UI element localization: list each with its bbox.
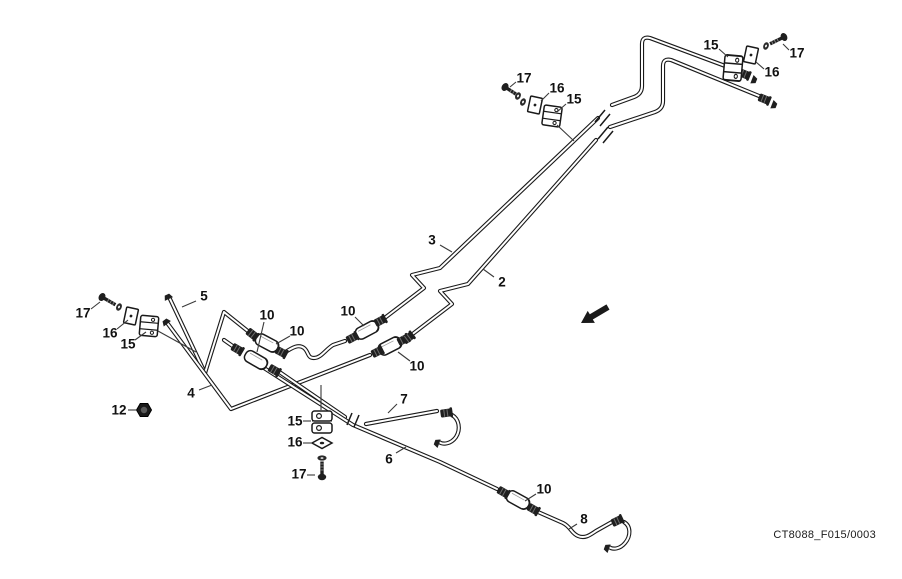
- tube-tip: [750, 75, 759, 86]
- callout-16: 16: [764, 65, 780, 80]
- tube-clamp: [138, 314, 160, 338]
- callout-leader-17: [782, 43, 790, 51]
- callout-6: 6: [385, 452, 393, 467]
- callout-leader-17: [90, 301, 101, 310]
- callout-17: 17: [75, 306, 90, 321]
- callout-leader-10: [354, 316, 365, 327]
- callout-leader-10: [397, 351, 411, 362]
- callout-16: 16: [102, 326, 118, 341]
- callout-leader-15: [134, 331, 147, 341]
- callout-leader-16: [116, 319, 129, 330]
- callout-leader-15: [718, 48, 729, 58]
- callout-3: 3: [428, 233, 436, 248]
- tube-tip: [770, 100, 779, 111]
- flare-nut: [439, 406, 454, 420]
- callout-leader-2: [482, 268, 495, 278]
- flange-nut: [136, 403, 152, 417]
- tube-7: [275, 368, 461, 446]
- callout-leader-16: [755, 61, 765, 70]
- tube-4: [165, 321, 373, 412]
- direction-arrow-icon: [581, 304, 610, 323]
- tube-stub: [221, 337, 237, 350]
- callout-7: 7: [400, 392, 408, 407]
- callout-15: 15: [120, 337, 136, 352]
- tube-joint-upper: [281, 338, 348, 361]
- washer: [114, 302, 124, 312]
- fittings: [160, 66, 779, 553]
- callout-leader-6: [395, 446, 407, 454]
- callout-16: 16: [549, 81, 565, 96]
- callout-2: 2: [498, 275, 506, 290]
- callout-leader-17: [509, 81, 517, 88]
- tube-clamp: [722, 53, 744, 83]
- mounting-plate: [311, 436, 333, 450]
- tube-clamp: [311, 410, 333, 434]
- callout-leader-3: [439, 244, 453, 253]
- mounting-plate: [742, 45, 760, 65]
- callout-10: 10: [340, 304, 355, 319]
- tube-3: [379, 35, 747, 323]
- callout-17: 17: [789, 46, 804, 61]
- callout-leader-16: [540, 92, 550, 102]
- callout-10: 10: [259, 308, 274, 323]
- mounting-plate: [526, 95, 544, 115]
- bolt: [317, 461, 327, 481]
- tubes: [165, 35, 767, 551]
- callout-4: 4: [187, 386, 195, 401]
- tube-5: [167, 296, 252, 376]
- callout-8: 8: [580, 512, 588, 527]
- callout-15: 15: [287, 414, 303, 429]
- washer: [518, 97, 528, 107]
- tube-2: [407, 57, 767, 339]
- callout-15: 15: [703, 38, 719, 53]
- hardware-leaders: [157, 124, 575, 410]
- callout-leader-7: [387, 403, 398, 414]
- callout-leader-15: [556, 103, 567, 113]
- flare-nut: [609, 513, 626, 529]
- tube-8: [535, 509, 632, 551]
- callout-5: 5: [200, 289, 208, 304]
- callout-10: 10: [409, 359, 424, 374]
- callout-17: 17: [516, 71, 531, 86]
- callouts: 5432768101010101015161715161715161712171…: [75, 38, 805, 530]
- bolt: [96, 291, 118, 309]
- callout-leader-10: [256, 321, 265, 353]
- tube-6: [261, 365, 500, 492]
- bolt: [767, 31, 790, 49]
- callout-10: 10: [536, 482, 551, 497]
- callout-12: 12: [111, 403, 126, 418]
- callout-17: 17: [291, 467, 306, 482]
- break-marks: [346, 109, 614, 428]
- tube-clamp: [540, 104, 564, 128]
- callout-10: 10: [289, 324, 304, 339]
- callout-leader-5: [181, 300, 197, 308]
- washer: [762, 41, 770, 51]
- callout-15: 15: [566, 92, 582, 107]
- figure-code: CT8088_F015/0003: [773, 529, 876, 541]
- callout-16: 16: [287, 435, 303, 450]
- connector-sleeve: [241, 348, 271, 372]
- connectors: [241, 318, 533, 512]
- washer: [317, 455, 327, 461]
- callout-leader-10: [275, 335, 291, 345]
- callout-leader-4: [198, 384, 213, 391]
- callout-leader-8: [568, 523, 578, 530]
- callout-leader-10: [524, 493, 537, 502]
